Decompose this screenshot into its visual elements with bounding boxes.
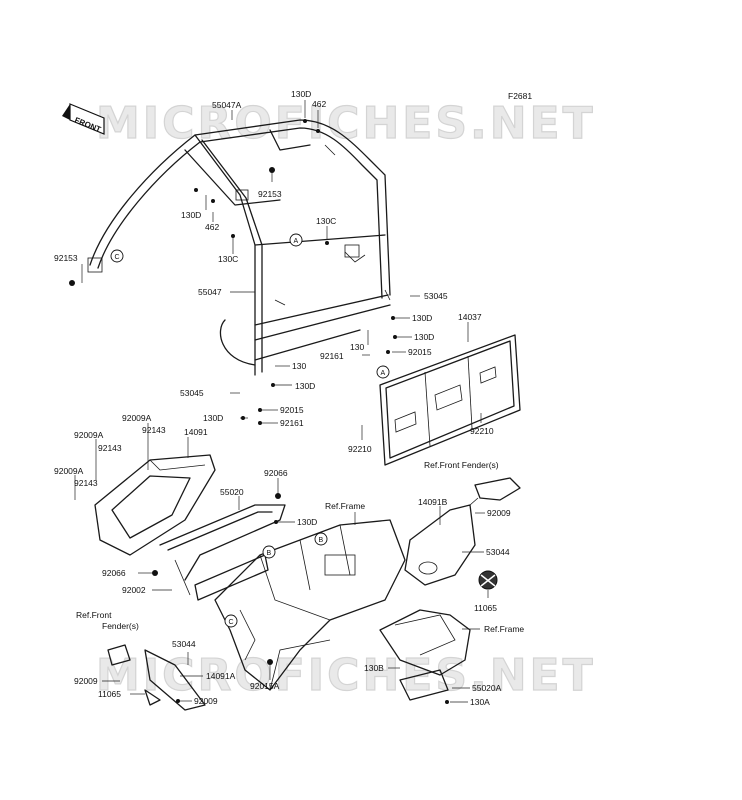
label-ref-front-fender-right: Ref.Front Fender(s)	[424, 460, 499, 470]
label-130d-l3: 130D	[203, 413, 223, 423]
label-92009a-3: 92009A	[54, 466, 84, 476]
label-11065-r: 11065	[474, 603, 497, 613]
label-14091: 14091	[184, 427, 208, 437]
label-130d-left: 130D	[181, 210, 201, 220]
label-53045-left: 53045	[180, 388, 204, 398]
front-guard-panel	[94, 454, 216, 556]
label-92210-b: 92210	[470, 426, 494, 436]
label-53044-r: 53044	[486, 547, 510, 557]
label-53045-right: 53045	[424, 291, 448, 301]
label-130-r: 130	[350, 342, 364, 352]
label-92143-1: 92143	[142, 425, 166, 435]
svg-text:A: A	[381, 370, 386, 377]
front-bumper	[159, 504, 286, 601]
label-92002: 92002	[122, 585, 146, 595]
part-labels: 55047A 130D 462 92153 130D 462 130C 130C…	[54, 89, 524, 707]
svg-text:A: A	[294, 238, 299, 245]
callout-a-2: A	[376, 365, 390, 379]
label-ref-front-l1: Ref.Front	[76, 610, 112, 620]
label-92015-l: 92015	[280, 405, 304, 415]
label-130b: 130B	[364, 663, 384, 673]
main-frame	[214, 519, 406, 691]
label-92210-a: 92210	[348, 444, 372, 454]
callout-c-2: C	[224, 614, 238, 628]
label-55020: 55020	[220, 487, 244, 497]
label-130d-top: 130D	[291, 89, 311, 99]
rear-screen-panel	[379, 334, 521, 466]
callout-b-1: B	[262, 545, 276, 559]
label-92009-b: 92009	[194, 696, 218, 706]
label-55047: 55047	[198, 287, 222, 297]
leader-lines	[74, 100, 489, 703]
left-guard-panel	[107, 644, 206, 711]
label-92143-2: 92143	[98, 443, 122, 453]
label-92066-l: 92066	[102, 568, 126, 578]
label-14091b: 14091B	[418, 497, 448, 507]
label-92143-3: 92143	[74, 478, 98, 488]
label-92009a-1: 92009A	[122, 413, 152, 423]
label-462-top: 462	[312, 99, 326, 109]
label-92015a: 92015A	[250, 681, 280, 691]
label-92015-r: 92015	[408, 347, 432, 357]
label-55047a: 55047A	[212, 100, 242, 110]
label-14091a: 14091A	[206, 671, 236, 681]
roll-cage-frame	[87, 119, 391, 376]
label-92009-r: 92009	[487, 508, 511, 518]
svg-text:C: C	[229, 619, 234, 626]
label-92153-left: 92153	[54, 253, 78, 263]
label-92161-l: 92161	[280, 418, 304, 428]
watermark-bottom: MICROFICHES.NET	[96, 650, 596, 701]
label-92066-r: 92066	[264, 468, 288, 478]
label-53044-l: 53044	[172, 639, 196, 649]
label-ref-frame-top: Ref.Frame	[325, 501, 365, 511]
label-92153-mid: 92153	[258, 189, 282, 199]
side-guard-panel	[404, 477, 521, 586]
label-130a: 130A	[470, 697, 490, 707]
grommet-11065-icon	[478, 570, 498, 590]
svg-text:B: B	[319, 537, 324, 544]
svg-text:C: C	[115, 254, 120, 261]
label-130d-r1: 130D	[412, 313, 432, 323]
rear-bracket	[379, 609, 471, 701]
label-130d-m: 130D	[297, 517, 317, 527]
label-130d-r2: 130D	[414, 332, 434, 342]
diagram-code: F2681	[508, 91, 532, 101]
label-92161-r: 92161	[320, 351, 344, 361]
svg-text:B: B	[267, 550, 272, 557]
label-130c-right: 130C	[316, 216, 336, 226]
label-92009-l: 92009	[74, 676, 98, 686]
callout-c-1: C	[110, 249, 124, 263]
label-92009a-2: 92009A	[74, 430, 104, 440]
callout-b-2: B	[314, 532, 328, 546]
label-14037: 14037	[458, 312, 482, 322]
label-130c-left: 130C	[218, 254, 238, 264]
label-11065-l: 11065	[98, 689, 121, 699]
callout-a-1: A	[289, 233, 303, 247]
label-ref-frame-bottom: Ref.Frame	[484, 624, 524, 634]
label-130-mid: 130	[292, 361, 306, 371]
fastener-dots	[69, 119, 449, 704]
label-ref-front-l2: Fender(s)	[102, 621, 139, 631]
label-130d-l2: 130D	[295, 381, 315, 391]
watermark-top: MICROFICHES.NET	[96, 98, 596, 149]
label-55020a: 55020A	[472, 683, 502, 693]
label-462-left: 462	[205, 222, 219, 232]
